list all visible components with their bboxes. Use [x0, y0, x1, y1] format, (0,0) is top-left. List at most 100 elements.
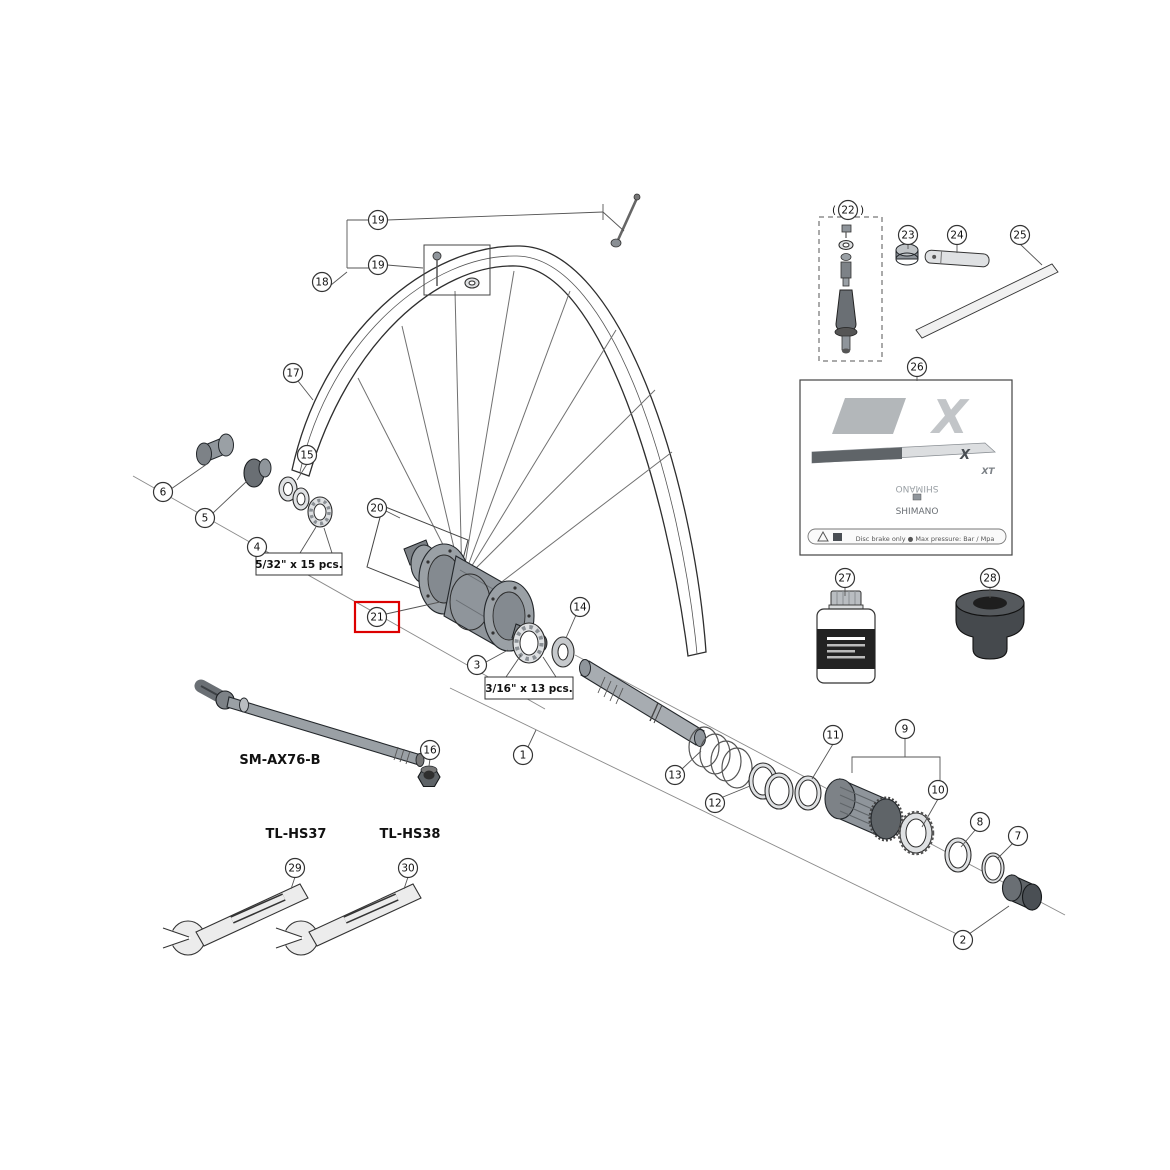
svg-text:29: 29: [288, 863, 301, 875]
callout-circle: [466, 654, 488, 676]
callout-18: 18: [311, 271, 333, 293]
retainer-small-box: [255, 552, 343, 576]
tool-right-label: TL-HS38: [380, 827, 441, 842]
svg-text:6: 6: [160, 487, 167, 499]
callout-circle: [512, 744, 534, 766]
svg-text:30: 30: [401, 863, 414, 875]
svg-text:(: (: [832, 205, 836, 217]
tire-lever: [924, 249, 990, 268]
end-cap: [1001, 874, 1043, 911]
hub-axle-rod: [579, 659, 706, 747]
callout-circle: [952, 929, 974, 951]
quantity-boxes: 5/32" x 15 pcs. 3/16" x 13 pcs.: [255, 552, 574, 700]
retainer-small-label: 5/32" x 15 pcs.: [255, 559, 343, 571]
svg-text:17: 17: [286, 368, 299, 380]
callout-circle: [894, 718, 916, 740]
svg-text:1: 1: [520, 750, 527, 762]
callout-circle: [979, 567, 1001, 589]
valve-kit: [818, 216, 883, 362]
callout-21: 21: [353, 600, 401, 634]
callout-1: 1: [512, 744, 534, 766]
callout-8: 8: [969, 811, 991, 833]
spring-coil: [688, 726, 753, 789]
callout-22: 22 (): [832, 199, 864, 221]
callout-circle: [1009, 224, 1031, 246]
callout-circle: [296, 444, 318, 466]
callout-circle: [837, 199, 859, 221]
brand-sticker-front: SHIMANO: [896, 507, 939, 517]
callout-circle: [284, 857, 306, 879]
callout-19: 19: [367, 209, 389, 231]
callout-circle: [194, 507, 216, 529]
callout-9: 9: [894, 718, 916, 740]
warning-sticker: [807, 528, 1007, 545]
callout-circle: [906, 356, 928, 378]
svg-text:21: 21: [370, 612, 383, 624]
svg-text:3: 3: [474, 660, 481, 672]
callout-10: 10: [927, 779, 949, 801]
svg-text:): ): [860, 205, 864, 217]
svg-text:9: 9: [902, 724, 909, 736]
callout-circle: [367, 209, 389, 231]
svg-text:2: 2: [960, 935, 967, 947]
callout-circle: [704, 792, 726, 814]
callout-circle: [1007, 825, 1029, 847]
svg-text:12: 12: [708, 798, 721, 810]
svg-text:26: 26: [910, 362, 924, 374]
callout-circle: [569, 596, 591, 618]
warning-icon: [817, 530, 829, 542]
callout-circle: [834, 567, 856, 589]
callout-5: 5: [194, 507, 216, 529]
rubber-grommet: [955, 589, 1025, 660]
callout-17: 17: [282, 362, 304, 384]
selected-part-highlight: [353, 600, 401, 634]
callout-circle: [969, 811, 991, 833]
band-xt-text: XT: [980, 467, 995, 477]
callout-6: 6: [152, 481, 174, 503]
wheel-rim: [291, 245, 707, 657]
svg-text:4: 4: [254, 542, 261, 554]
svg-text:5: 5: [202, 513, 209, 525]
callout-13: 13: [664, 764, 686, 786]
svg-text:24: 24: [950, 230, 964, 242]
tool-left-label: TL-HS37: [266, 827, 327, 842]
callout-circle: [311, 271, 333, 293]
front-hub: [403, 539, 548, 652]
callout-24: 24: [946, 224, 968, 246]
callout-circle: [282, 362, 304, 384]
svg-text:23: 23: [901, 230, 914, 242]
svg-text:8: 8: [977, 817, 984, 829]
thru-axle-model-label: SM-AX76-B: [239, 753, 320, 768]
logo-x-text: X: [929, 390, 970, 444]
svg-text:14: 14: [573, 602, 587, 614]
callout-circle: [419, 739, 441, 761]
callout-4: 4: [246, 536, 268, 558]
callout-circle: [822, 724, 844, 746]
svg-text:22: 22: [841, 205, 854, 217]
callout-7: 7: [1007, 825, 1029, 847]
callout-circle: [397, 857, 419, 879]
callout-2: 2: [952, 929, 974, 951]
right-bearing-parts: [512, 622, 575, 668]
svg-text:19: 19: [371, 215, 384, 227]
outer-seals-and-cap: [944, 837, 1043, 911]
callout-circle: [366, 497, 388, 519]
warning-text: Disc brake only ● Max pressure: Bar / Mp…: [856, 535, 995, 543]
cone-wrench-tl-hs38: TL-HS38: [273, 827, 440, 955]
svg-text:28: 28: [983, 573, 996, 585]
seal-rings: [748, 762, 822, 811]
svg-text:7: 7: [1015, 831, 1022, 843]
svg-text:13: 13: [668, 770, 681, 782]
callout-circle: [664, 764, 686, 786]
callout-28: 28: [979, 567, 1001, 589]
sealant-bottle: [816, 590, 876, 684]
callout-16: 16: [419, 739, 441, 761]
callout-20: 20: [366, 497, 388, 519]
logo-mark: [832, 398, 906, 434]
rim-tape-strip: [915, 263, 1059, 339]
callout-19: 19: [367, 254, 389, 276]
svg-text:16: 16: [423, 745, 437, 757]
